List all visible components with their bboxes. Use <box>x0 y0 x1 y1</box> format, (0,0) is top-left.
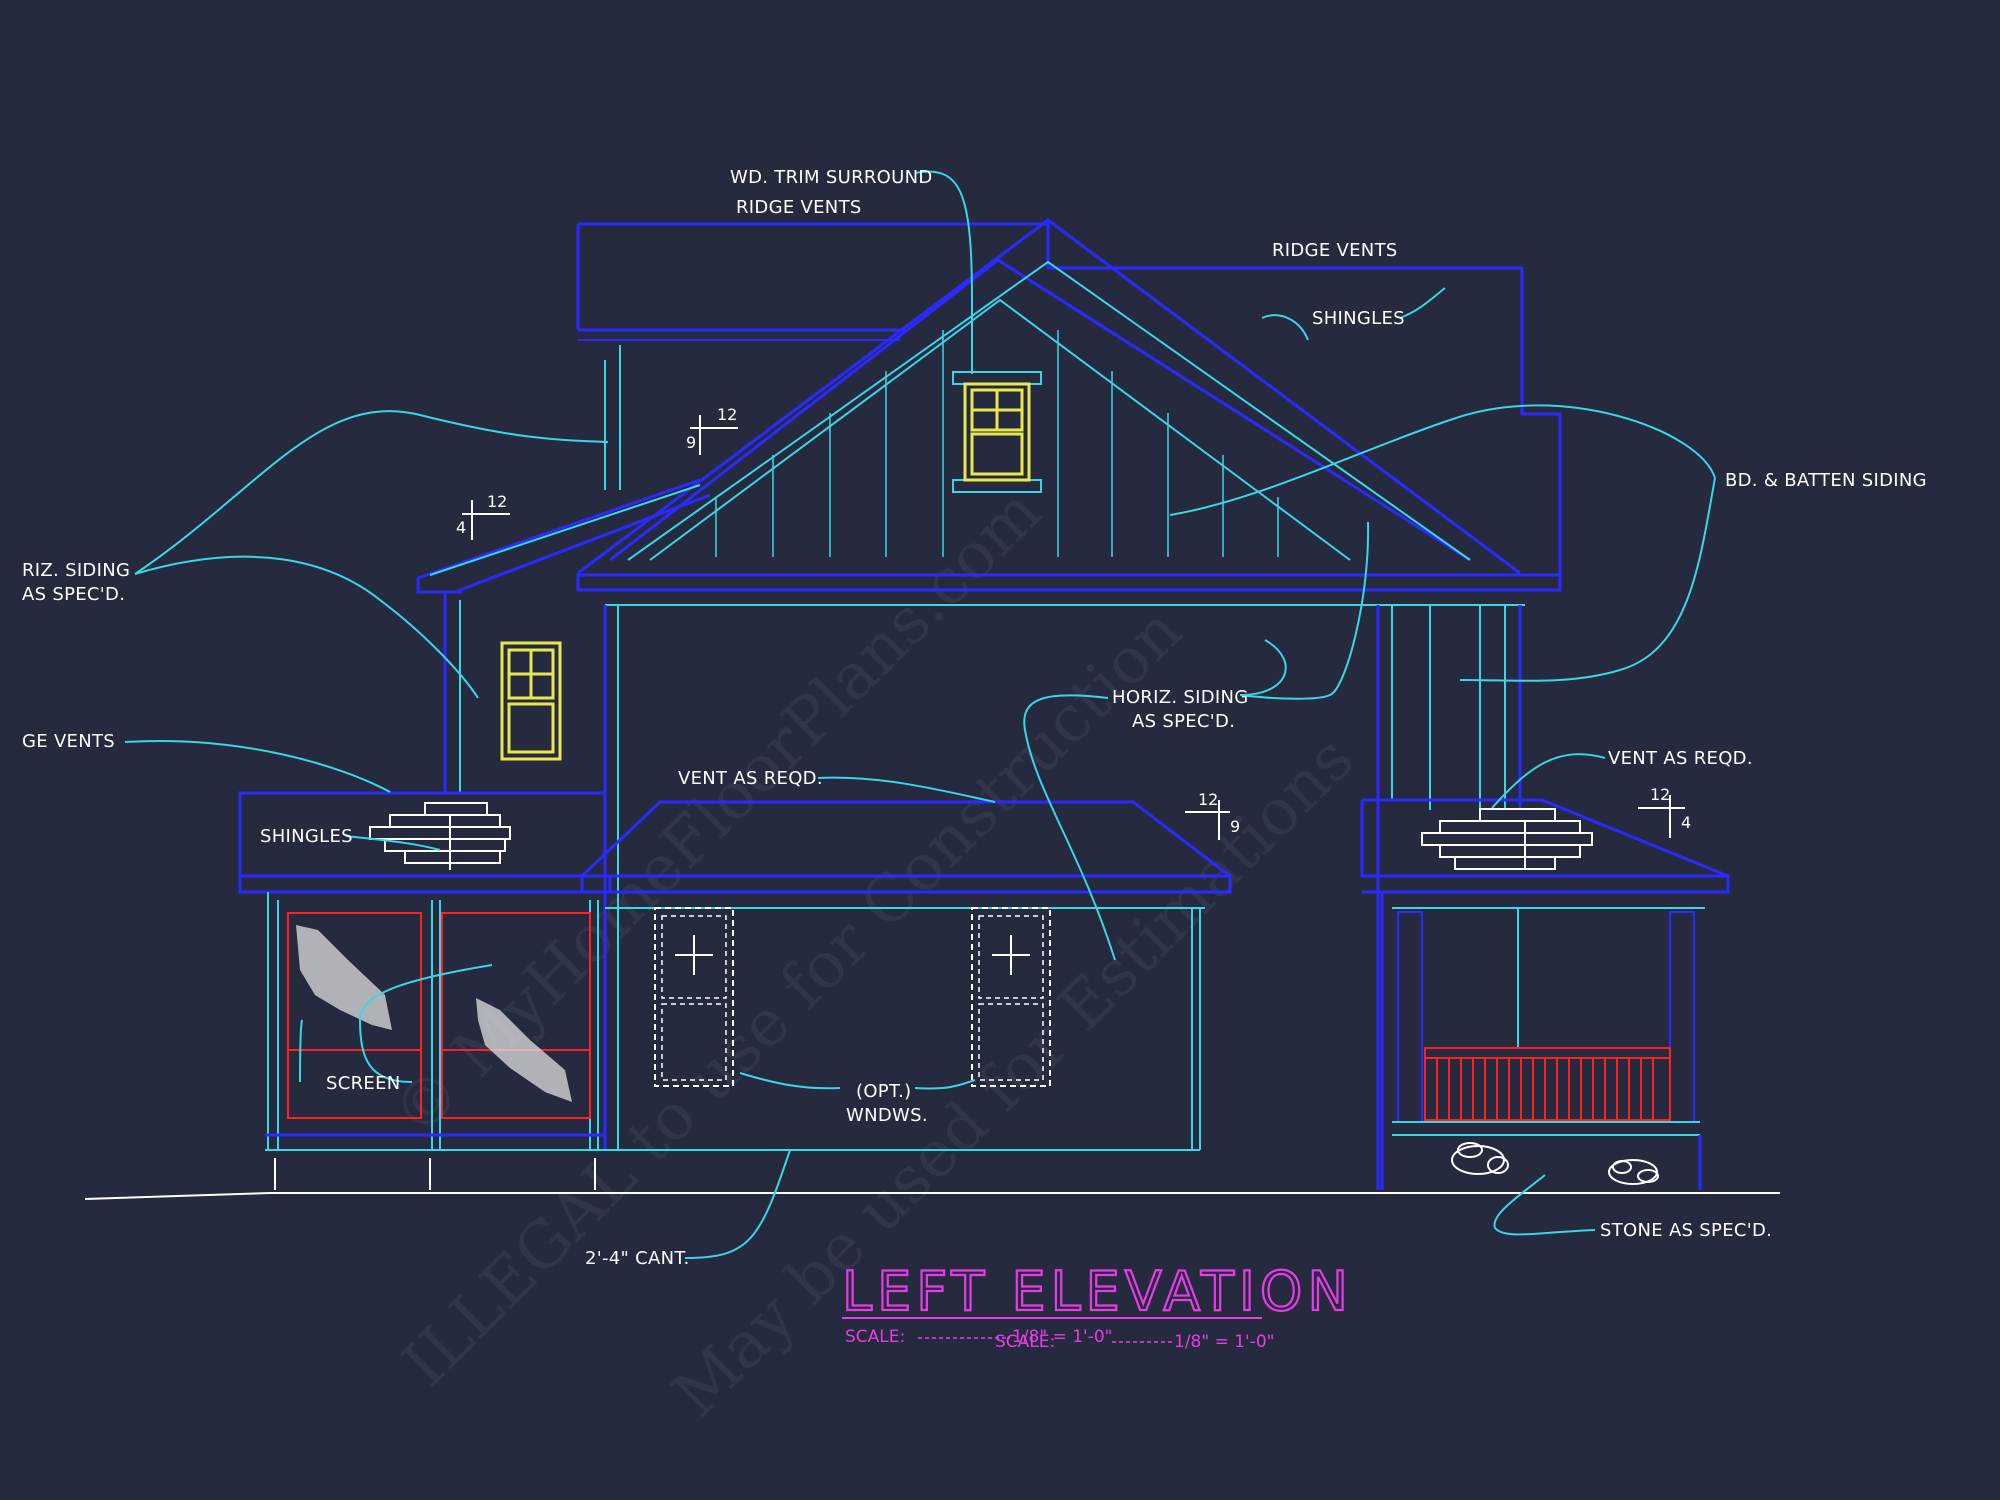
slope-center-rise: 9 <box>1230 817 1240 836</box>
screen-hatch-left <box>296 925 392 1030</box>
slope-indicator-center: 12 9 <box>1185 790 1240 840</box>
label-horiz-left-1: RIZ. SIDING <box>22 560 130 581</box>
label-bd-batten: BD. & BATTEN SIDING <box>1725 470 1927 491</box>
slope-indicator-main: 12 9 <box>686 405 738 455</box>
slope-indicator-left: 12 4 <box>456 492 510 540</box>
scale-value-1: 1/8" = 1'-0" <box>1012 1327 1113 1347</box>
slope-main-run: 12 <box>717 405 737 424</box>
gable-window <box>952 371 1042 493</box>
scale-label-2: SCALE: <box>995 1332 1055 1352</box>
porch-railing <box>1424 1047 1671 1121</box>
screen-porch <box>238 791 612 1190</box>
optional-window-right <box>971 907 1051 1087</box>
label-ridge-vents-right: RIDGE VENTS <box>1272 240 1398 261</box>
scale-label-1: SCALE: <box>845 1327 905 1347</box>
label-horiz-left-2: AS SPEC'D. <box>22 584 125 605</box>
stone-foundation <box>1451 1142 1659 1185</box>
right-porch <box>1360 798 1730 1190</box>
optional-window-left <box>654 907 734 1087</box>
label-ridge-vents-left: GE VENTS <box>22 731 115 752</box>
screen-hatch-right <box>476 998 572 1102</box>
label-wd-trim: WD. TRIM SURROUND <box>730 167 933 188</box>
label-opt-2: WNDWS. <box>846 1105 928 1126</box>
left-wing-window <box>500 641 562 761</box>
label-stone: STONE AS SPEC'D. <box>1600 1220 1772 1241</box>
label-ridge-vents-top: RIDGE VENTS <box>736 197 862 218</box>
ground-line <box>84 1192 1780 1200</box>
drawing-title: LEFT ELEVATION <box>842 1260 1353 1323</box>
label-horiz-center-2: AS SPEC'D. <box>1132 711 1235 732</box>
label-screen: SCREEN <box>326 1073 401 1094</box>
center-porch <box>580 800 1232 1151</box>
slope-center-run: 12 <box>1198 790 1218 809</box>
label-shingles-top: SHINGLES <box>1312 308 1405 329</box>
label-opt-1: (OPT.) <box>856 1081 911 1102</box>
board-batten-siding <box>715 330 1279 557</box>
label-shingles-left: SHINGLES <box>260 826 353 847</box>
right-porch-shingles <box>1421 808 1593 870</box>
main-body <box>576 218 1562 1190</box>
label-cant: 2'-4" CANT. <box>585 1248 690 1269</box>
scale-value-2: 1/8" = 1'-0" <box>1174 1332 1275 1352</box>
leader-lines <box>124 170 1716 1259</box>
label-vent-reqd-center: VENT AS REQD. <box>678 768 823 789</box>
annotation-labels: WD. TRIM SURROUND RIDGE VENTS RIDGE VENT… <box>22 167 1927 1269</box>
slope-left-rise: 4 <box>456 518 466 537</box>
title-block: LEFT ELEVATION SCALE: 1/8" = 1'-0" SCALE… <box>841 1259 1353 1352</box>
porch-roof-shingles <box>369 802 511 870</box>
label-horiz-center-1: HORIZ. SIDING <box>1112 687 1249 708</box>
left-wing <box>416 478 711 792</box>
label-vent-reqd-right: VENT AS REQD. <box>1608 748 1753 769</box>
slope-main-rise: 9 <box>686 433 696 452</box>
slope-left-run: 12 <box>487 492 507 511</box>
rear-roof-mass <box>576 222 1562 580</box>
slope-indicator-right: 12 4 <box>1638 785 1691 838</box>
slope-right-run: 12 <box>1650 785 1670 804</box>
slope-right-rise: 4 <box>1681 813 1691 832</box>
